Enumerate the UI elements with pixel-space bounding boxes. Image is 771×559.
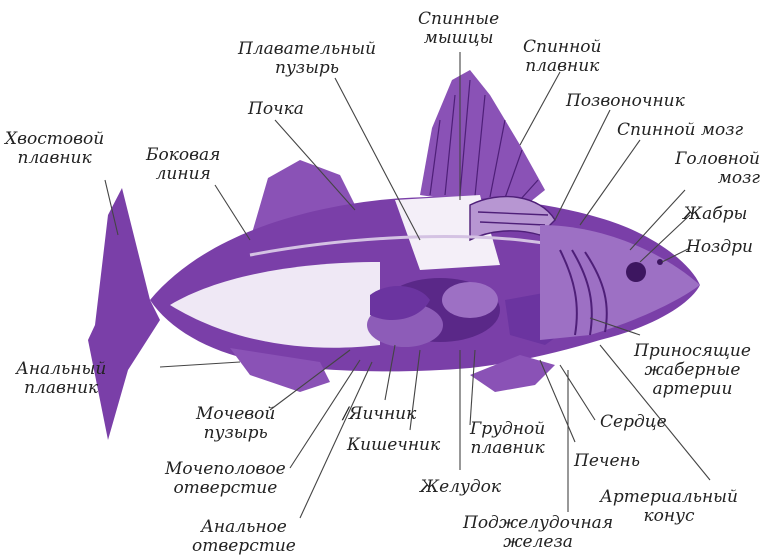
label-text: Почка bbox=[248, 100, 304, 119]
label-text: Плавательный bbox=[238, 40, 376, 59]
label-text: Желудок bbox=[420, 478, 501, 497]
label-dorsal-fin: Спинной плавник bbox=[523, 38, 601, 76]
label-text: Ноздри bbox=[686, 238, 753, 257]
label-text: Головной bbox=[660, 150, 760, 169]
label-text: Спинной мозг bbox=[617, 121, 743, 140]
label-text: отверстие bbox=[192, 537, 296, 556]
label-text: /Яичник bbox=[343, 405, 416, 424]
label-text: Сердце bbox=[600, 413, 667, 432]
label-text: Анальное bbox=[192, 518, 296, 537]
label-text: плавник bbox=[16, 379, 106, 398]
label-pectoral-fin: Грудной плавник bbox=[470, 420, 545, 458]
label-anal-opening: Анальное отверстие bbox=[192, 518, 296, 556]
label-text: плавник bbox=[5, 149, 104, 168]
label-dorsal-muscles: Спинные мышцы bbox=[418, 10, 499, 48]
label-tail-fin: Хвостовой плавник bbox=[5, 130, 104, 168]
label-text: Артериальный bbox=[600, 488, 738, 507]
eye-shape bbox=[626, 262, 646, 282]
tail-fin-shape bbox=[88, 188, 160, 440]
label-pancreas: Поджелудочная железа bbox=[463, 514, 613, 552]
label-spine: Позвоночник bbox=[566, 92, 685, 111]
label-gills: Жабры bbox=[683, 205, 747, 224]
label-arterial-cone: Артериальный конус bbox=[600, 488, 738, 526]
label-nostrils: Ноздри bbox=[686, 238, 753, 257]
label-text: пузырь bbox=[238, 59, 376, 78]
label-text: Приносящие bbox=[634, 342, 751, 361]
label-gill-arteries: Приносящие жаберные артерии bbox=[634, 342, 751, 399]
label-text: мозг bbox=[660, 169, 760, 188]
label-text: Позвоночник bbox=[566, 92, 685, 111]
label-kidney: Почка bbox=[248, 100, 304, 119]
label-text: жаберные bbox=[634, 361, 751, 380]
label-text: Мочевой bbox=[196, 405, 275, 424]
label-spinal-cord: Спинной мозг bbox=[617, 121, 743, 140]
label-lateral-line: Боковая линия bbox=[146, 146, 220, 184]
label-intestine: Кишечник bbox=[347, 436, 440, 455]
label-text: Жабры bbox=[683, 205, 747, 224]
label-text: плавник bbox=[523, 57, 601, 76]
label-heart: Сердце bbox=[600, 413, 667, 432]
label-text: железа bbox=[463, 533, 613, 552]
label-text: линия bbox=[146, 165, 220, 184]
label-text: Спинные bbox=[418, 10, 499, 29]
label-ovary: /Яичник bbox=[343, 405, 416, 424]
label-text: Кишечник bbox=[347, 436, 440, 455]
label-stomach: Желудок bbox=[420, 478, 501, 497]
label-liver: Печень bbox=[574, 452, 640, 471]
label-swim-bladder: Плавательный пузырь bbox=[238, 40, 376, 78]
label-text: конус bbox=[600, 507, 738, 526]
label-text: Печень bbox=[574, 452, 640, 471]
label-text: Поджелудочная bbox=[463, 514, 613, 533]
label-anal-fin: Анальный плавник bbox=[16, 360, 106, 398]
label-text: Анальный bbox=[16, 360, 106, 379]
label-text: отверстие bbox=[165, 479, 286, 498]
label-text: пузырь bbox=[196, 424, 275, 443]
label-text: мышцы bbox=[418, 29, 499, 48]
head-shape bbox=[540, 225, 700, 340]
label-text: Хвостовой bbox=[5, 130, 104, 149]
label-text: Спинной bbox=[523, 38, 601, 57]
label-urogenital-opening: Мочеполовое отверстие bbox=[165, 460, 286, 498]
label-text: Боковая bbox=[146, 146, 220, 165]
label-text: плавник bbox=[470, 439, 545, 458]
label-text: Мочеполовое bbox=[165, 460, 286, 479]
dorsal-fin-shape bbox=[420, 70, 545, 210]
label-text: артерии bbox=[634, 380, 751, 399]
label-urinary-bladder: Мочевой пузырь bbox=[196, 405, 275, 443]
label-text: Грудной bbox=[470, 420, 545, 439]
label-brain: Головной мозг bbox=[660, 150, 760, 188]
